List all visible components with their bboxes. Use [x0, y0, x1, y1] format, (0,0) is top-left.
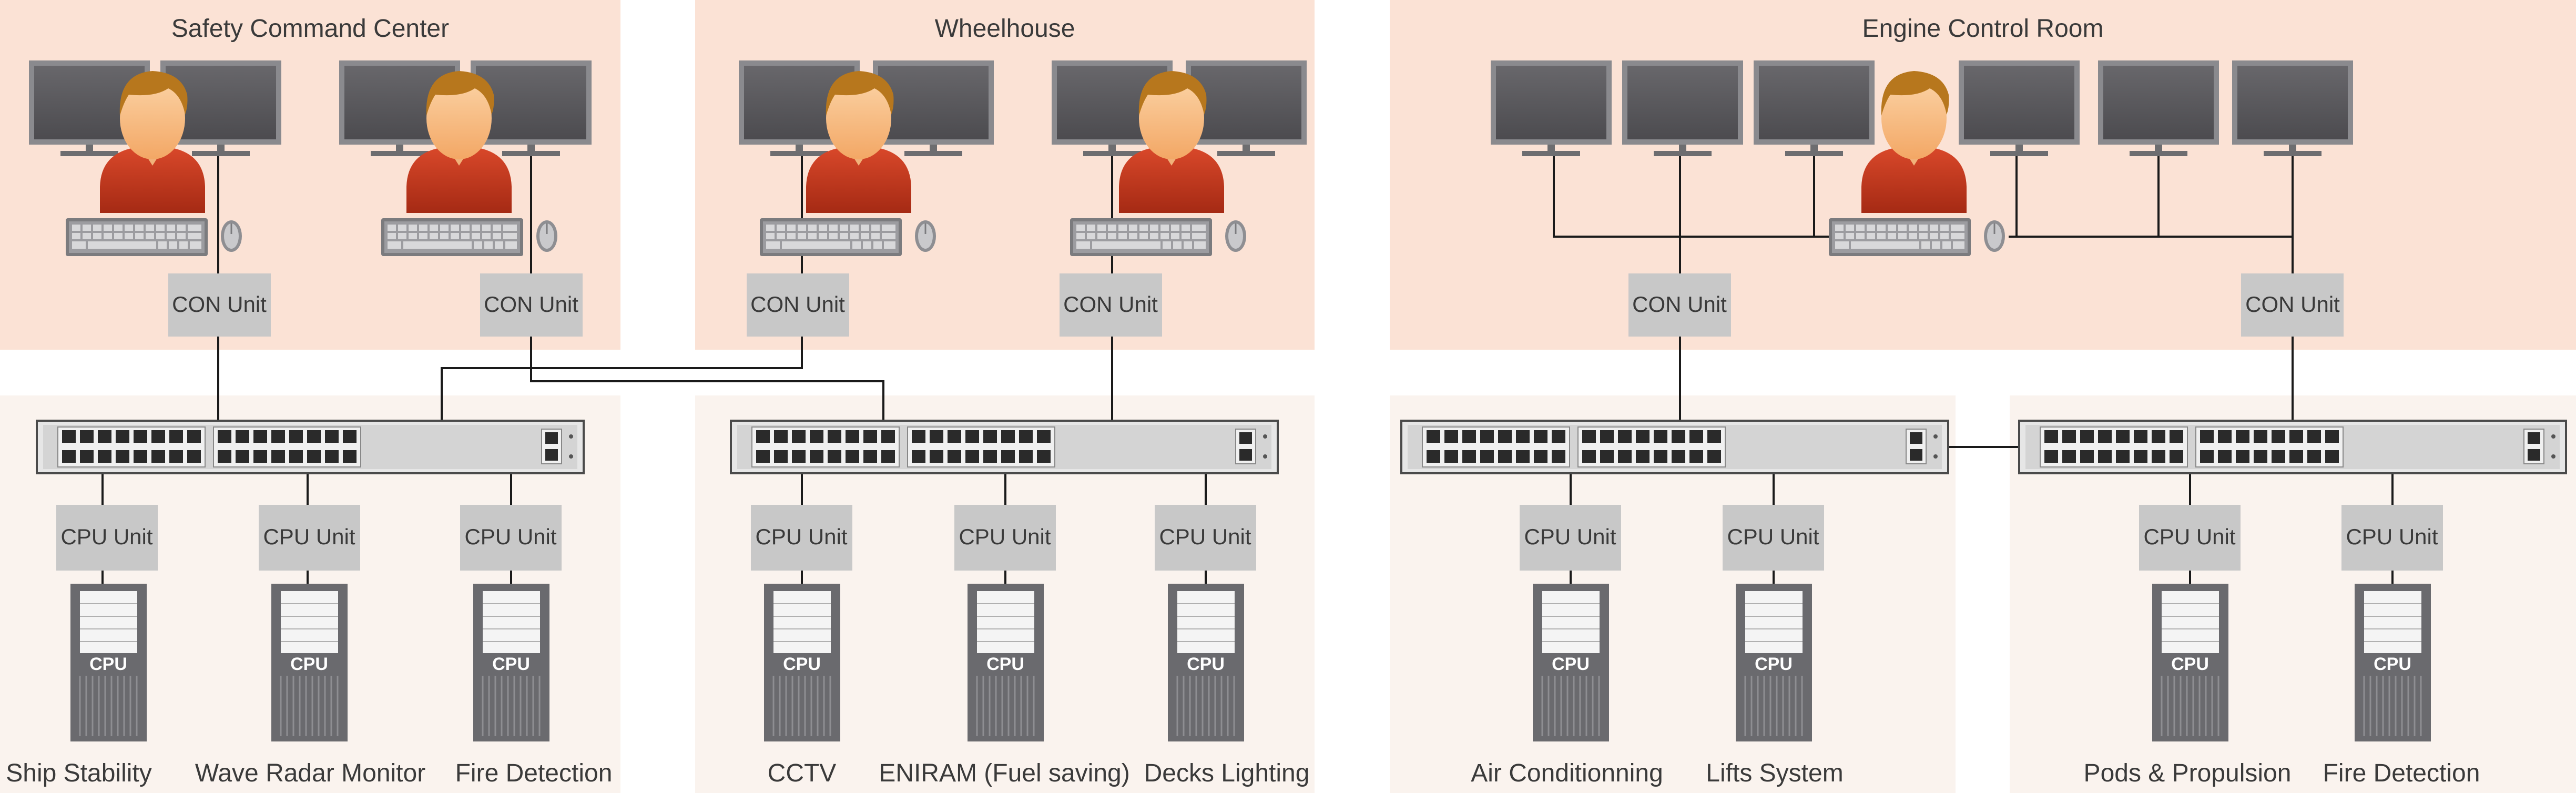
cpu-column-fire-detection-2: CPU Unit CPU Fire Detection	[2323, 505, 2480, 787]
cpu-unit-box: CPU Unit	[259, 505, 360, 571]
svg-text:CPU Unit: CPU Unit	[263, 524, 355, 549]
system-label: Decks Lighting	[1144, 759, 1310, 787]
cpu-tower-label: CPU	[2171, 654, 2209, 674]
svg-text:CPU Unit: CPU Unit	[464, 524, 556, 549]
cpu-column-cctv: CPU Unit CPU CCTV	[751, 505, 852, 787]
cpu-column-eniram: CPU Unit CPU ENIRAM (Fuel saving)	[879, 505, 1130, 787]
system-label: Air Conditionning	[1471, 759, 1663, 787]
monitor	[2232, 60, 2353, 156]
room-title-engine: Engine Control Room	[1862, 15, 2104, 43]
cpu-column-lifts-system: CPU Unit CPU Lifts System	[1706, 505, 1844, 787]
monitor	[1622, 60, 1743, 156]
monitor	[1754, 60, 1875, 156]
cpu-unit-box: CPU Unit	[1520, 505, 1621, 571]
monitor	[1959, 60, 2080, 156]
cpu-unit-box: CPU Unit	[460, 505, 562, 571]
con-unit-engine-1: CON Unit	[1628, 273, 1731, 337]
con-unit-engine-2: CON Unit	[2241, 273, 2344, 337]
svg-text:CON Unit: CON Unit	[1632, 292, 1727, 317]
network-switch-engine-2	[2019, 421, 2566, 473]
con-unit-wheelhouse-1: CON Unit	[747, 273, 849, 337]
cpu-tower-label: CPU	[89, 654, 127, 674]
cpu-column-pods-propulsion: CPU Unit CPU Pods & Propulsion	[2084, 505, 2292, 787]
cpu-tower-label: CPU	[492, 654, 530, 674]
cpu-tower-label: CPU	[1187, 654, 1225, 674]
svg-text:CON Unit: CON Unit	[484, 292, 578, 317]
con-unit-safety-2: CON Unit	[480, 273, 583, 337]
svg-text:CPU Unit: CPU Unit	[755, 524, 847, 549]
monitor	[2098, 60, 2219, 156]
svg-text:CON Unit: CON Unit	[750, 292, 845, 317]
cpu-column-decks-lighting: CPU Unit CPU Decks Lighting	[1144, 505, 1310, 787]
system-label: Fire Detection	[455, 759, 613, 787]
room-title-wheelhouse: Wheelhouse	[935, 15, 1075, 43]
system-label: Ship Stability	[6, 759, 151, 787]
cpu-unit-box: CPU Unit	[2139, 505, 2241, 571]
system-label: Fire Detection	[2323, 759, 2480, 787]
cpu-tower-label: CPU	[290, 654, 328, 674]
room-engine-top	[1390, 0, 2576, 350]
monitor	[1491, 60, 1612, 156]
cpu-unit-box: CPU Unit	[56, 505, 158, 571]
system-label: Lifts System	[1706, 759, 1843, 787]
system-label: Pods & Propulsion	[2084, 759, 2292, 787]
cpu-unit-box: CPU Unit	[751, 505, 852, 571]
svg-text:CPU Unit: CPU Unit	[2346, 524, 2438, 549]
cpu-column-air-conditionning: CPU Unit CPU Air Conditionning	[1471, 505, 1663, 787]
svg-text:CPU Unit: CPU Unit	[1159, 524, 1251, 549]
system-label: Wave Radar Monitor	[195, 759, 425, 787]
system-label: ENIRAM (Fuel saving)	[879, 759, 1129, 787]
cpu-unit-box: CPU Unit	[954, 505, 1056, 571]
svg-text:CPU Unit: CPU Unit	[1727, 524, 1819, 549]
cpu-column-ship-stability: CPU Unit CPU Ship Stability	[6, 505, 158, 787]
system-label: CCTV	[768, 759, 837, 787]
con-unit-safety-1: CON Unit	[168, 273, 271, 337]
con-unit-wheelhouse-2: CON Unit	[1060, 273, 1162, 337]
svg-text:CPU Unit: CPU Unit	[1524, 524, 1616, 549]
svg-text:CPU Unit: CPU Unit	[60, 524, 152, 549]
cpu-unit-box: CPU Unit	[1723, 505, 1824, 571]
cpu-tower-label: CPU	[2374, 654, 2411, 674]
cpu-tower-label: CPU	[1755, 654, 1793, 674]
svg-text:CPU Unit: CPU Unit	[2143, 524, 2235, 549]
svg-text:CPU Unit: CPU Unit	[959, 524, 1051, 549]
network-switch-safety	[37, 421, 584, 473]
network-switch-engine-1	[1401, 421, 1948, 473]
network-switch-wheelhouse	[731, 421, 1278, 473]
cpu-column-wave-radar: CPU Unit CPU Wave Radar Monitor	[195, 505, 425, 787]
svg-text:CON Unit: CON Unit	[172, 292, 267, 317]
cpu-tower-label: CPU	[783, 654, 821, 674]
svg-text:CON Unit: CON Unit	[2245, 292, 2340, 317]
room-title-safety: Safety Command Center	[171, 15, 449, 43]
svg-text:CON Unit: CON Unit	[1063, 292, 1158, 317]
cpu-tower-label: CPU	[1552, 654, 1590, 674]
cpu-column-fire-detection-1: CPU Unit CPU Fire Detection	[455, 505, 613, 787]
cpu-unit-box: CPU Unit	[2341, 505, 2443, 571]
cpu-tower-label: CPU	[986, 654, 1024, 674]
cpu-unit-box: CPU Unit	[1155, 505, 1256, 571]
